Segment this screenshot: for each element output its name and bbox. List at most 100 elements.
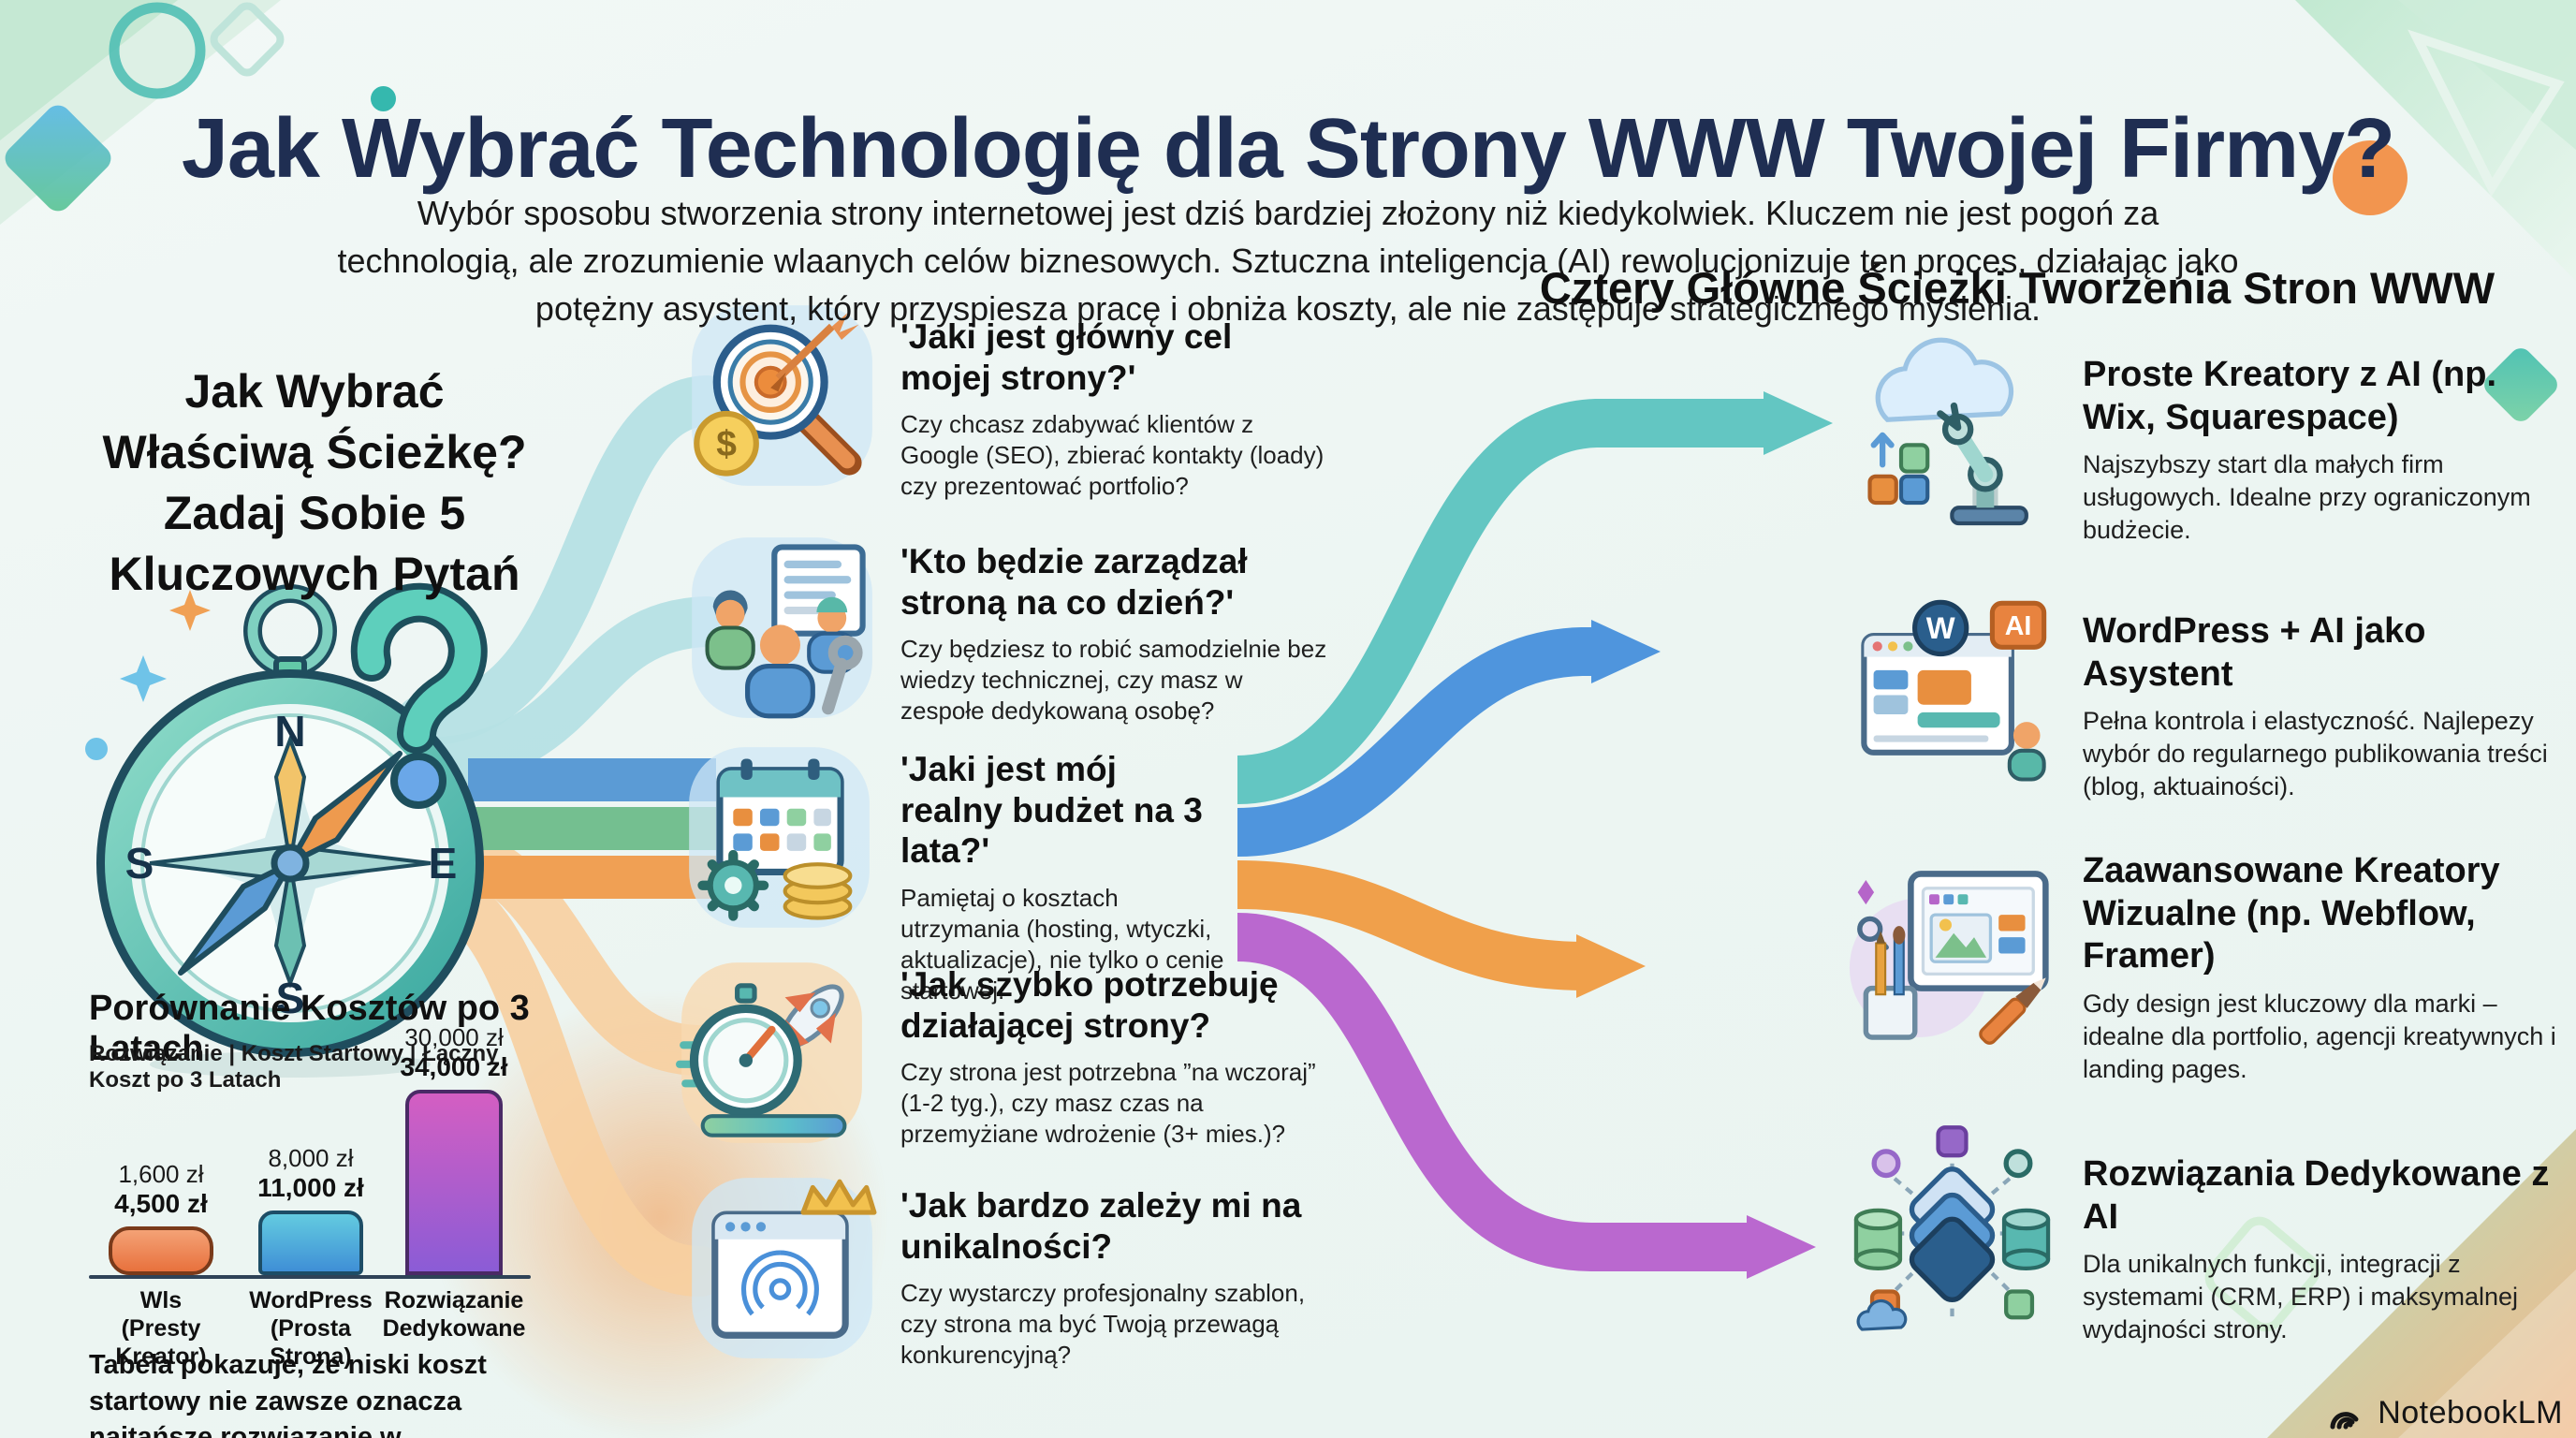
speed-stopwatch-rocket-icon (676, 962, 862, 1143)
path-3: Zaawansowane Kreatory Wizualne (np. Webf… (2083, 850, 2569, 1086)
corner-decor-top-right (2295, 0, 2576, 421)
cost-comparison-chart: Porównanie Kosztów po 3 Latach Rozwiązan… (89, 989, 538, 1438)
dedicated-stack-icon (1853, 1125, 2051, 1331)
bar-start-cost-label: 8,000 zł (268, 1144, 354, 1172)
question-title: 'Jaki jest mój realny budżet na 3 lata?' (900, 750, 1203, 871)
path-body: Najszybszy start dla małych firm usługow… (2083, 450, 2531, 545)
ribbon-teal (1236, 399, 1769, 804)
path-title: WordPress + AI jako Asystent (2083, 611, 2426, 694)
left-heading-line: Kluczowych Pytań (109, 548, 520, 600)
sparkle-blue (120, 655, 167, 702)
path-title: Zaawansowane Kreatory Wizualne (np. Webf… (2083, 851, 2500, 976)
bar-group-wix: 1,600 zł 4,500 zł (91, 1160, 231, 1275)
arrow-blue (1591, 620, 1661, 683)
team-management-icon (692, 537, 872, 719)
question-body: Czy strona jest potrzebna ”na wczoraj” (… (900, 1058, 1316, 1149)
sparkle-dot (85, 738, 108, 760)
category-label-wix: Wls (Presty Kreator) (87, 1286, 235, 1371)
arrow-orange (1576, 934, 1646, 998)
category-name: Wls (139, 1287, 183, 1313)
path-body: Dla unikalnych funkcji, integracji z sys… (2083, 1250, 2519, 1344)
visual-design-tools-icon (1849, 871, 2049, 1045)
question-body: Czy chcasz zdabywać klientów z Google (S… (900, 410, 1325, 501)
path-4: Rozwiązania Dedykowane z AI Dla unikalny… (2083, 1153, 2569, 1346)
compass-illustration: N E S S (85, 582, 488, 1078)
category-name: Rozwiązanie (384, 1287, 524, 1313)
ai-badge-glyph: AI (2005, 611, 2032, 641)
left-heading-line: Zadaj Sobie 5 (163, 487, 466, 539)
question-3: 'Jaki jest mój realny budżet na 3 lata?'… (900, 749, 1228, 1006)
goal-target-icon: $ (692, 305, 872, 486)
compass-w: S (125, 839, 154, 888)
path-1: Proste Kreatory z AI (np. Wix, Squarespa… (2083, 354, 2569, 547)
intro-paragraph: Wybór sposobu stworzenia strony internet… (337, 194, 2239, 329)
path-2: WordPress + AI jako Asystent Pełna kontr… (2083, 610, 2569, 803)
left-section-heading: Jak Wybrać Właściwą Ścieżkę? Zadaj Sobie… (82, 361, 547, 605)
notebooklm-logo-icon (2330, 1412, 2359, 1430)
question-title: 'Jaki jest główny cel mojej strony?' (900, 317, 1233, 397)
bar-total-cost-label: 4,500 zł (114, 1189, 208, 1218)
path-title: Proste Kreatory z AI (np. Wix, Squarespa… (2083, 355, 2497, 437)
title-bullet-dot (371, 86, 396, 111)
bar-total-cost-label: 11,000 zł (257, 1173, 364, 1202)
chart-plot-area: 1,600 zł 4,500 zł 8,000 zł 11,000 zł 30,… (87, 1023, 538, 1371)
chart-legend: Rozwiązanie | Koszt Startowy | Łączny Ko… (89, 1041, 499, 1093)
paths-section-heading: Cztery Główne Ścieżki Tworzenia Stron WW… (1539, 263, 2496, 313)
page-title: Jak Wybrać Technologię dla Strony WWW Tw… (181, 102, 2395, 197)
category-sub: (Prosta Strona) (270, 1315, 352, 1370)
budget-calendar-icon (689, 747, 870, 928)
ribbon-pale-q2 (396, 596, 732, 788)
left-heading-line: Właściwą Ścieżkę? (102, 426, 527, 478)
ribbon-blue (1237, 627, 1597, 857)
question-1: 'Jaki jest główny cel mojej strony?' Czy… (900, 316, 1331, 502)
category-label-dedicated: Rozwiązanie Dedykowane (380, 1286, 528, 1343)
corner-decor-top-left (0, 0, 285, 225)
notebooklm-badge: NotebookLM (2323, 1393, 2563, 1432)
question-title: 'Jak szybko potrzebuję działającej stron… (900, 965, 1279, 1045)
category-label-wordpress: WordPress (Prosta Strona) (237, 1286, 385, 1371)
compass-s: S (276, 974, 305, 1022)
question-2: 'Kto będzie zarządzał stroną na co dzień… (900, 541, 1331, 726)
compass-e: E (429, 839, 458, 888)
bar-group-dedicated: 30,000 zł 34,000 zł (384, 1023, 524, 1275)
ribbon-purple (1236, 913, 1752, 1271)
wordpress-w-glyph: W (1926, 610, 1955, 645)
path-body: Pełna kontrola i elastyczność. Najlepezy… (2083, 707, 2548, 801)
bar-start-cost-label: 1,600 zł (118, 1160, 204, 1188)
bar-wordpress (258, 1211, 363, 1275)
chart-note: Tabela pokazuje, że niski koszt startowy… (89, 1350, 487, 1438)
bar-group-wordpress: 8,000 zł 11,000 zł (241, 1144, 381, 1275)
bar-start-cost-label: 30,000 zł (404, 1023, 504, 1051)
corner-decor-bottom-right (2204, 1129, 2576, 1438)
path-title: Rozwiązania Dedykowane z AI (2083, 1154, 2550, 1237)
question-body: Czy będziesz to robić samodzielnie bez w… (900, 635, 1327, 726)
arrow-teal (1764, 391, 1833, 455)
ribbon-pale-q1 (396, 375, 732, 746)
dollar-glyph: $ (716, 424, 737, 464)
path-body: Gdy design jest kluczowy dla marki – ide… (2083, 989, 2556, 1083)
question-4: 'Jak szybko potrzebuję działającej stron… (900, 964, 1331, 1150)
chart-title: Porównanie Kosztów po 3 Latach (89, 989, 530, 1068)
compass-n: N (274, 707, 305, 756)
brand-name: NotebookLM (2378, 1394, 2563, 1431)
wordpress-ai-icon: W AI (1861, 599, 2047, 782)
sparkle-orange (169, 590, 211, 631)
ribbon-orange (1237, 860, 1583, 990)
question-5: 'Jak bardzo zależy mi na unikalności? Cz… (900, 1185, 1331, 1371)
ai-builder-robot-icon (1867, 337, 2028, 526)
bar-total-cost-label: 34,000 zł (400, 1052, 508, 1081)
question-title: 'Jak bardzo zależy mi na unikalności? (900, 1186, 1302, 1266)
arrow-purple (1747, 1215, 1816, 1279)
question-title: 'Kto będzie zarządzał stroną na co dzień… (900, 542, 1248, 622)
question-mark-dot (390, 753, 446, 809)
left-heading-line: Jak Wybrać (184, 365, 445, 418)
chart-baseline (89, 1275, 531, 1279)
question-body: Pamiętaj o kosztach utrzymania (hosting,… (900, 883, 1224, 1005)
uniqueness-fingerprint-icon (692, 1178, 877, 1358)
category-sub: (Presty Kreator) (115, 1315, 207, 1370)
category-name: WordPress (249, 1287, 373, 1313)
bar-dedicated (405, 1090, 503, 1275)
bar-wix (109, 1226, 213, 1275)
category-sub: Dedykowane (382, 1315, 526, 1342)
